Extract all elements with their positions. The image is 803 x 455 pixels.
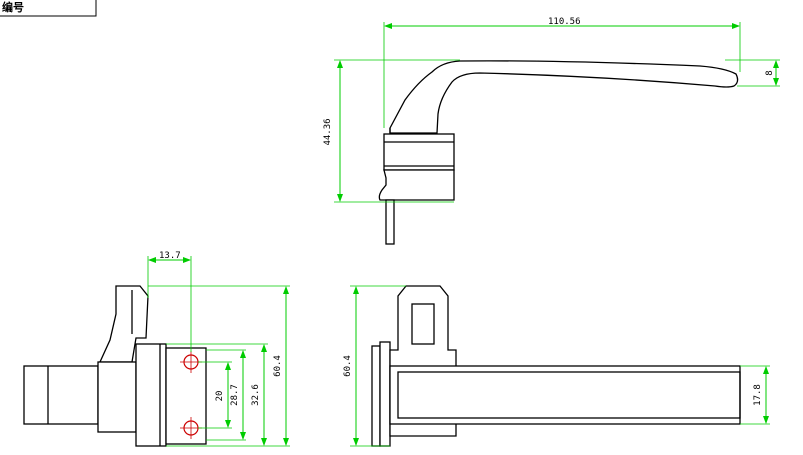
front-lever-bar-inner (397, 371, 741, 419)
side-base-plate (135, 343, 167, 447)
dim-label-bar-height: 17.8 (753, 384, 763, 406)
side-neck (97, 361, 137, 433)
dim-label-front-total: 60.4 (343, 355, 353, 377)
front-upright-window (411, 303, 435, 345)
dim-label-top-height: 44.36 (323, 118, 333, 145)
spindle (385, 199, 395, 245)
dim-label-hole-span: 28.7 (230, 384, 240, 406)
side-view: 13.7 20 28.7 32.6 60.4 (23, 251, 290, 447)
front-base-back (371, 345, 381, 447)
front-view: 60.4 17.8 (343, 285, 770, 447)
lower-body (378, 169, 455, 201)
front-base-mid (379, 341, 391, 447)
side-lever-body (98, 285, 149, 363)
dim-label-hole-pitch: 20 (215, 391, 225, 402)
title-cell (0, 0, 97, 17)
dim-label-top-length: 110.56 (548, 17, 581, 27)
dim-label-side-total: 60.4 (273, 355, 283, 377)
dim-label-base-height: 32.6 (251, 384, 261, 406)
lever-handle-outline (389, 60, 739, 134)
title-label: 编号 (2, 0, 24, 14)
collar-body (383, 133, 455, 171)
front-lever-bar (389, 365, 741, 425)
title-block: 编号 (0, 0, 97, 17)
top-view: 110.56 44.36 8 (323, 17, 780, 245)
side-spindle-block (23, 365, 99, 425)
dim-label-side-offset: 13.7 (159, 251, 181, 261)
dim-label-tip: 8 (765, 70, 775, 75)
